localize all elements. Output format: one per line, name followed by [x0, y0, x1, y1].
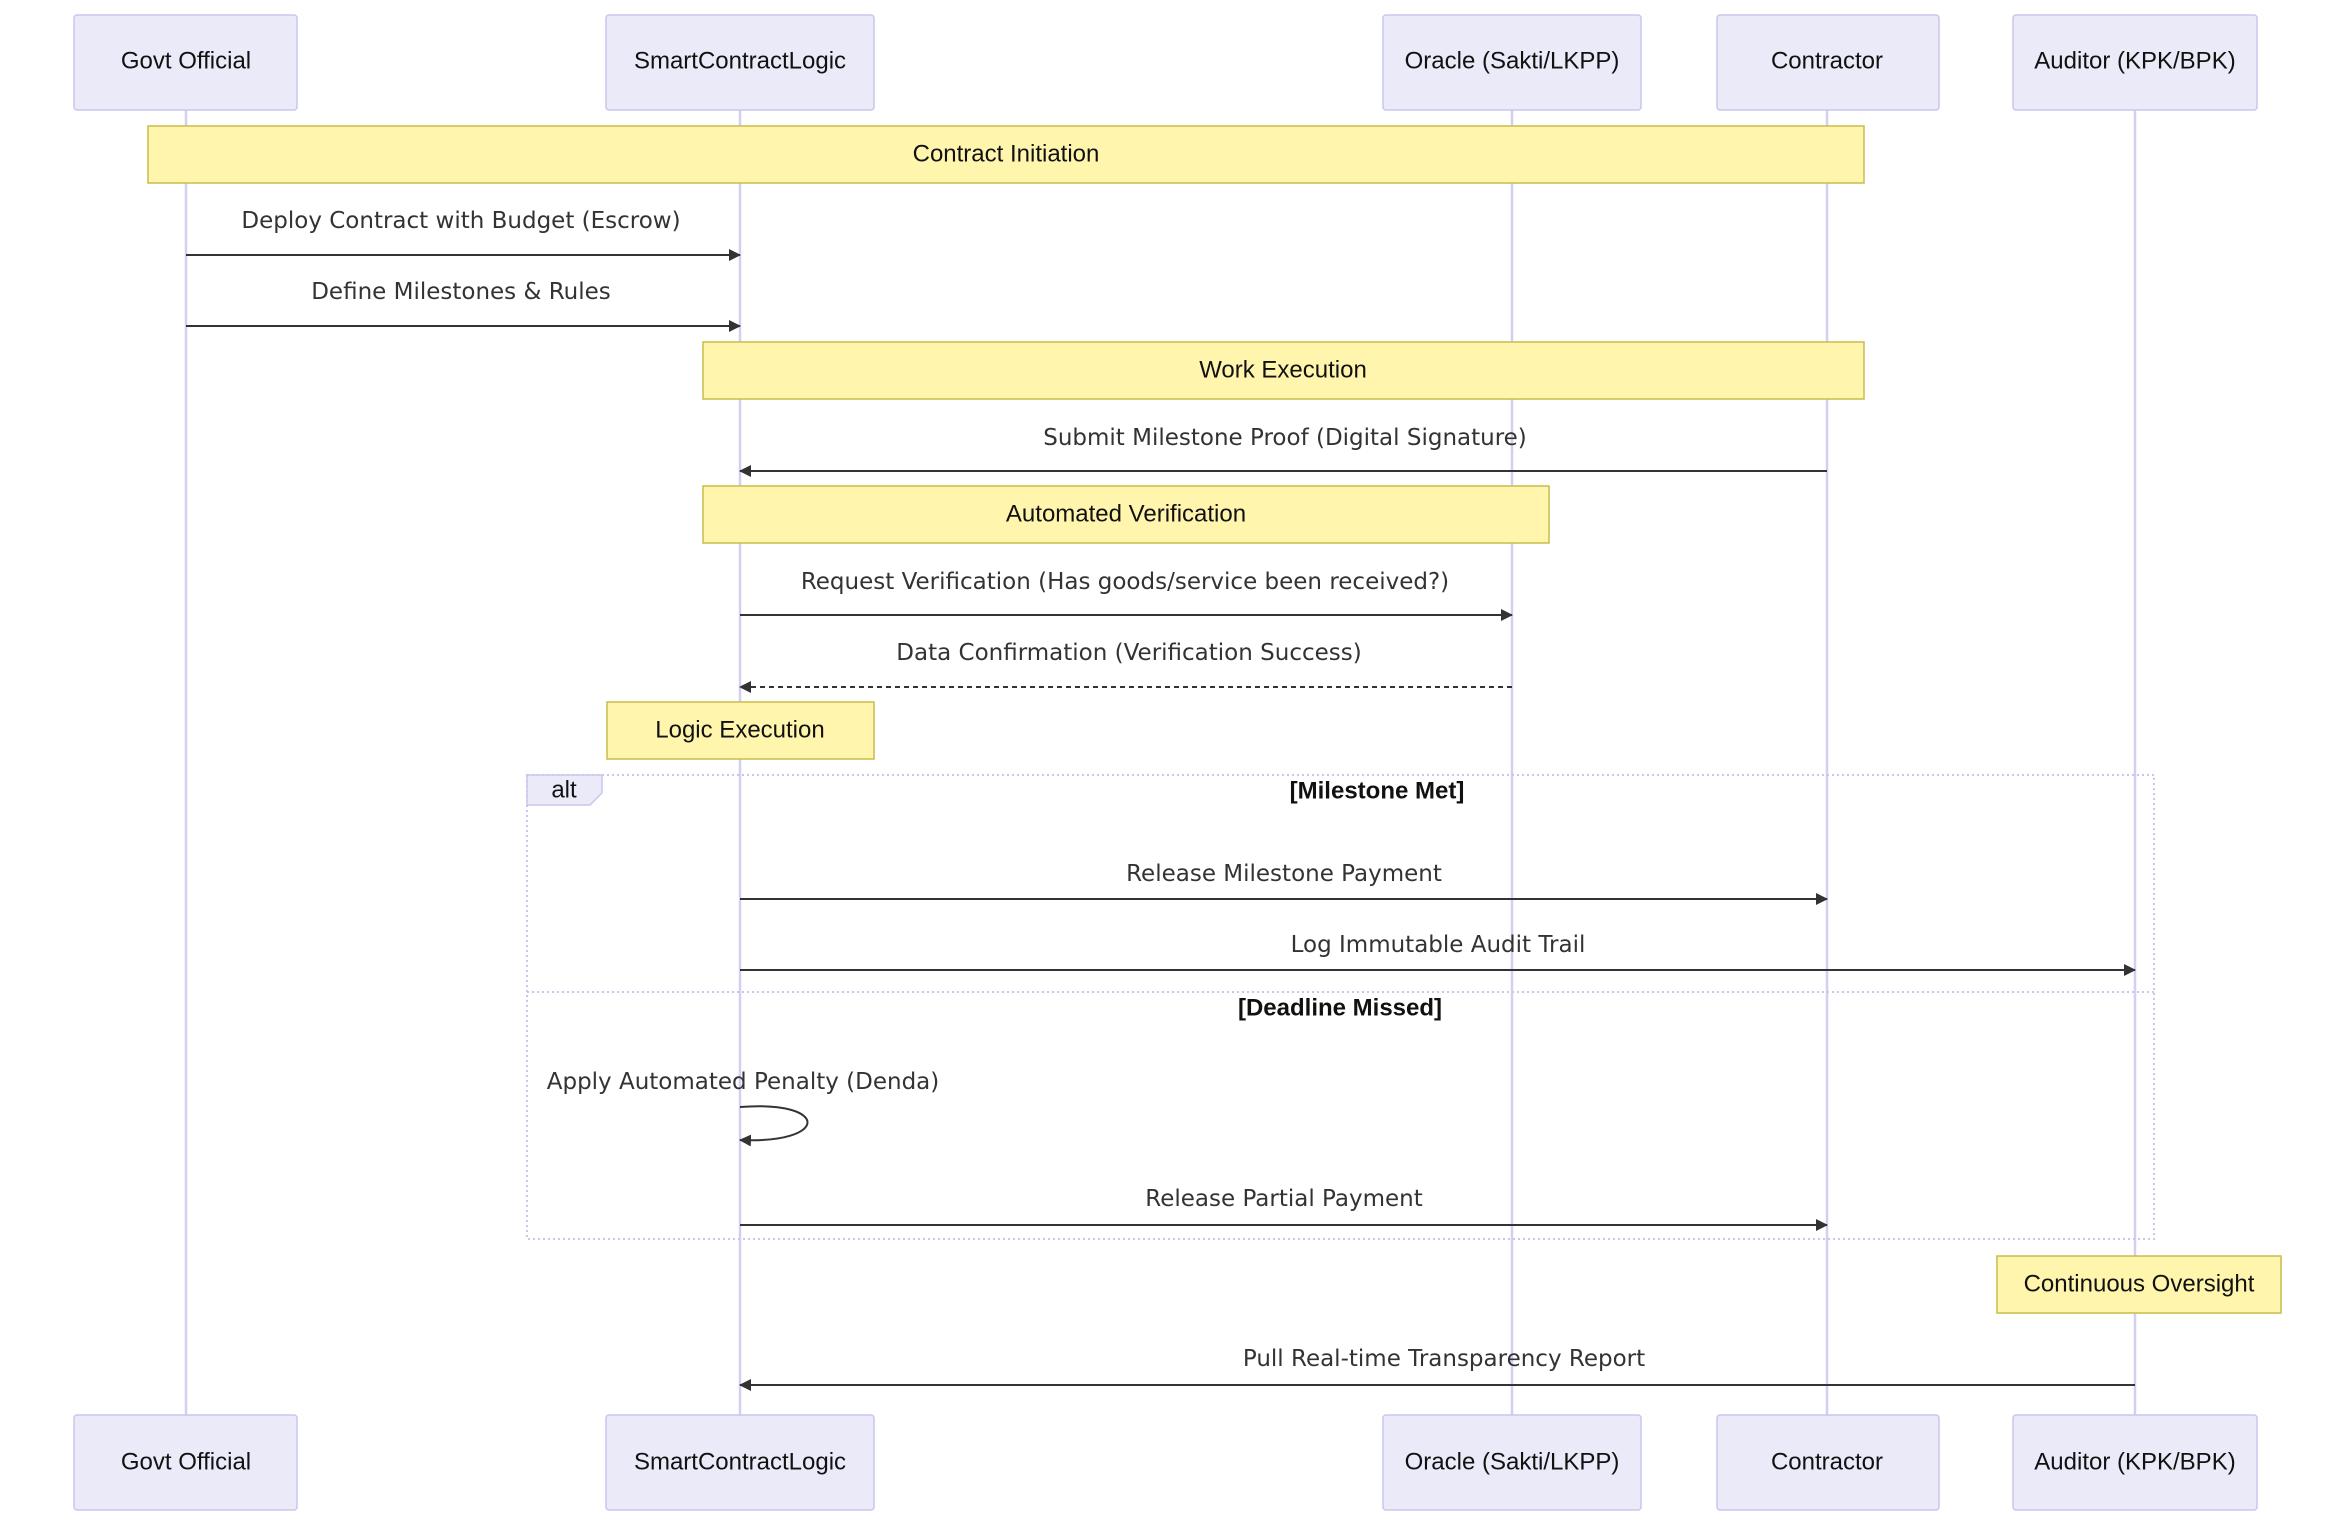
actor-label: Auditor (KPK/BPK) [2034, 47, 2235, 74]
message-label: Deploy Contract with Budget (Escrow) [241, 208, 680, 234]
actor-label: Govt Official [121, 1448, 251, 1475]
message-submit-milestone-proof: Submit Milestone Proof (Digital Signatur… [739, 425, 1827, 477]
actor-label: Oracle (Sakti/LKPP) [1405, 47, 1620, 74]
message-pull-transparency-report: Pull Real-time Transparency Report [739, 1346, 2135, 1391]
actor-label: Contractor [1771, 1448, 1883, 1475]
note-text: Work Execution [1199, 356, 1367, 383]
message-label: Release Partial Payment [1145, 1186, 1422, 1212]
actor-oracle: Oracle (Sakti/LKPP) [1382, 14, 1642, 111]
actor-govt-official-bottom: Govt Official [73, 1414, 298, 1511]
alt-frame: alt [Milestone Met] [Deadline Missed] [526, 774, 2155, 1240]
lifelines [184, 110, 2137, 1415]
note-contract-initiation: Contract Initiation [147, 125, 1865, 184]
actor-label: Oracle (Sakti/LKPP) [1405, 1448, 1620, 1475]
actor-auditor: Auditor (KPK/BPK) [2012, 14, 2258, 111]
message-label: Request Verification (Has goods/service … [801, 569, 1449, 595]
alt-condition-milestone-met: [Milestone Met] [1290, 777, 1465, 804]
message-label: Define Milestones & Rules [311, 279, 611, 305]
actor-smartcontractlogic: SmartContractLogic [605, 14, 875, 111]
actor-label: SmartContractLogic [634, 47, 846, 74]
note-text: Automated Verification [1006, 500, 1246, 527]
message-label: Pull Real-time Transparency Report [1243, 1346, 1645, 1372]
note-text: Continuous Oversight [2024, 1270, 2255, 1297]
message-release-milestone-payment: Release Milestone Payment [740, 861, 1828, 905]
message-label: Apply Automated Penalty (Denda) [547, 1069, 940, 1095]
actor-label: Auditor (KPK/BPK) [2034, 1448, 2235, 1475]
message-label: Data Confirmation (Verification Success) [896, 640, 1361, 666]
alt-frame-border [526, 774, 2155, 1240]
actor-contractor: Contractor [1716, 14, 1940, 111]
message-label: Submit Milestone Proof (Digital Signatur… [1043, 425, 1527, 451]
alt-condition-deadline-missed: [Deadline Missed] [1238, 994, 1442, 1021]
alt-frame-tab [526, 774, 603, 806]
message-apply-penalty: Apply Automated Penalty (Denda) [547, 1069, 940, 1147]
actor-contractor-bottom: Contractor [1716, 1414, 1940, 1511]
note-automated-verification: Automated Verification [702, 485, 1550, 544]
note-text: Contract Initiation [913, 140, 1100, 167]
note-work-execution: Work Execution [702, 341, 1865, 400]
note-text: Logic Execution [655, 716, 824, 743]
actors-bottom: Govt Official SmartContractLogic Oracle … [73, 1414, 2258, 1511]
message-label: Release Milestone Payment [1126, 861, 1442, 887]
note-logic-execution: Logic Execution [606, 701, 875, 760]
message-deploy-contract: Deploy Contract with Budget (Escrow) [186, 208, 741, 261]
actor-auditor-bottom: Auditor (KPK/BPK) [2012, 1414, 2258, 1511]
actor-govt-official: Govt Official [73, 14, 298, 111]
message-define-milestones: Define Milestones & Rules [186, 279, 741, 332]
message-arrow [739, 1105, 809, 1147]
actor-oracle-bottom: Oracle (Sakti/LKPP) [1382, 1414, 1642, 1511]
message-data-confirmation: Data Confirmation (Verification Success) [739, 640, 1512, 693]
message-label: Log Immutable Audit Trail [1291, 932, 1586, 958]
message-release-partial-payment: Release Partial Payment [740, 1186, 1828, 1231]
actor-label: Govt Official [121, 47, 251, 74]
note-continuous-oversight: Continuous Oversight [1996, 1255, 2282, 1314]
actor-label: SmartContractLogic [634, 1448, 846, 1475]
message-request-verification: Request Verification (Has goods/service … [740, 569, 1513, 621]
actor-smartcontractlogic-bottom: SmartContractLogic [605, 1414, 875, 1511]
actor-label: Contractor [1771, 47, 1883, 74]
alt-frame-label: alt [551, 776, 577, 803]
actors-top: Govt Official SmartContractLogic Oracle … [73, 14, 2258, 111]
message-log-audit-trail: Log Immutable Audit Trail [740, 932, 2136, 976]
